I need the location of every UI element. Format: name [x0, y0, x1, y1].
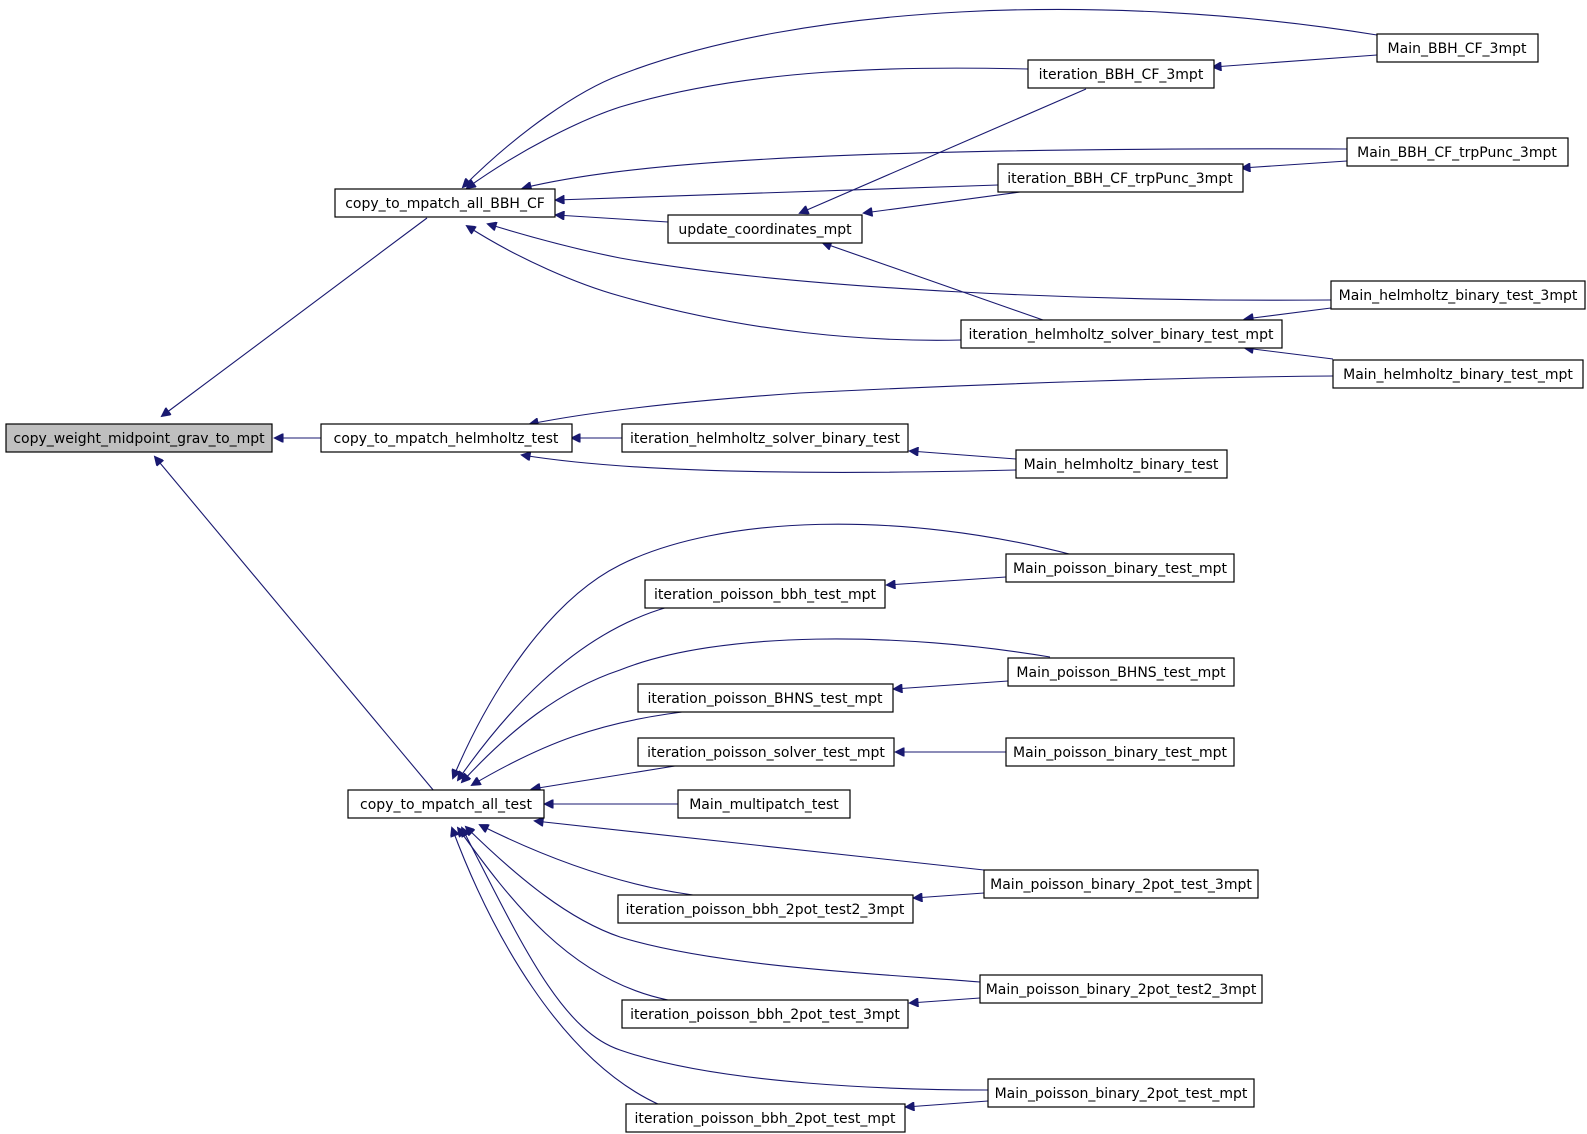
node-iteration-poisson-bbh-test-mpt[interactable]: iteration_poisson_bbh_test_mpt [644, 579, 886, 609]
node-copy-to-mpatch-all-test[interactable]: copy_to_mpatch_all_test [347, 789, 545, 819]
edge-it_p2pot2_3-to-cp_all [480, 825, 694, 896]
edge-it_helm_mpt-to-upd [823, 243, 1044, 321]
node-label: copy_to_mpatch_all_test [360, 797, 532, 813]
node-iteration-helmholtz-solver-binary-test[interactable]: iteration_helmholtz_solver_binary_test [621, 423, 909, 453]
node-iteration-poisson-solver-test-mpt[interactable]: iteration_poisson_solver_test_mpt [637, 737, 895, 767]
edge-it_p2pot3-to-cp_all [458, 828, 669, 1001]
edge-m_helm_mpt-to-cp_helm [530, 375, 1334, 424]
node-label: Main_BBH_CF_3mpt [1388, 41, 1527, 57]
edge-m_helm-to-cp_helm [522, 455, 1017, 473]
node-label: Main_helmholtz_binary_test_3mpt [1339, 288, 1578, 304]
node-main-bbh-cf-trppunc-3mpt[interactable]: Main_BBH_CF_trpPunc_3mpt [1346, 137, 1569, 167]
edge-m_helm-to-it_helm [910, 451, 1017, 460]
node-label: iteration_poisson_bbh_2pot_test2_3mpt [626, 902, 905, 918]
edge-it_bbhtrp-to-cp_bbh [556, 184, 999, 200]
edge-m_pbhns-to-cp_all [462, 638, 1051, 782]
node-label: iteration_poisson_bbh_2pot_test_3mpt [630, 1007, 900, 1023]
edge-m_p2potmpt-to-it_p2potmpt [906, 1100, 989, 1107]
edge-m_pbin1-to-it_pbbh [887, 576, 1007, 585]
node-iteration-poisson-bhns-test-mpt[interactable]: iteration_poisson_BHNS_test_mpt [637, 683, 894, 713]
node-label: update_coordinates_mpt [678, 222, 852, 238]
node-main-poisson-binary-test-mpt-2[interactable]: Main_poisson_binary_test_mpt [1005, 737, 1235, 767]
node-label: iteration_poisson_solver_test_mpt [647, 745, 885, 761]
edge-m_pbhns-to-it_pbhns [894, 680, 1009, 689]
edge-it_bbhtrp-to-upd [864, 191, 1021, 213]
node-copy-to-mpatch-all-bbh-cf[interactable]: copy_to_mpatch_all_BBH_CF [334, 188, 556, 218]
edge-cp_all-to-root [155, 457, 435, 792]
edge-it_helm_mpt-to-cp_bbh [467, 226, 962, 341]
edge-it_psolv-to-cp_all [532, 764, 682, 789]
node-iteration-poisson-bbh-2pot-test-mpt[interactable]: iteration_poisson_bbh_2pot_test_mpt [625, 1103, 906, 1133]
node-iteration-poisson-bbh-2pot-test-3mpt[interactable]: iteration_poisson_bbh_2pot_test_3mpt [621, 999, 909, 1029]
node-label: Main_poisson_binary_2pot_test2_3mpt [986, 982, 1257, 998]
edge-m_pbin1-to-cp_all [453, 523, 1074, 778]
edge-it_p2potmpt-to-cp_all [452, 828, 661, 1106]
edge-m_bbh3-to-cp_bbh [463, 8, 1378, 187]
node-main-helmholtz-binary-test-3mpt[interactable]: Main_helmholtz_binary_test_3mpt [1330, 280, 1586, 310]
node-label: iteration_helmholtz_solver_binary_test_m… [969, 327, 1274, 343]
edge-m_bbhtrp-to-cp_bbh [523, 148, 1348, 188]
node-iteration-poisson-bbh-2pot-test2-3mpt[interactable]: iteration_poisson_bbh_2pot_test2_3mpt [617, 894, 914, 924]
edge-m_helm_mpt-to-it_helm_mpt [1245, 348, 1334, 360]
node-label: iteration_BBH_CF_3mpt [1039, 67, 1204, 83]
edge-m_p2potmpt-to-cp_all [462, 828, 989, 1091]
edge-cp_bbh-to-root [162, 217, 428, 416]
node-main-poisson-binary-2pot-test-mpt[interactable]: Main_poisson_binary_2pot_test_mpt [987, 1078, 1255, 1108]
node-main-helmholtz-binary-test[interactable]: Main_helmholtz_binary_test [1015, 449, 1228, 479]
node-main-helmholtz-binary-test-mpt[interactable]: Main_helmholtz_binary_test_mpt [1332, 359, 1584, 389]
edge-it_pbhns-to-cp_all [472, 709, 701, 785]
node-label: Main_poisson_binary_test_mpt [1013, 561, 1227, 577]
edge-m_helm3-to-cp_bbh [488, 224, 1332, 301]
node-label: iteration_helmholtz_solver_binary_test [630, 431, 900, 447]
edge-it_bbh3-to-upd [800, 88, 1087, 213]
edge-it_bbh3-to-cp_bbh [467, 67, 1029, 188]
edge-m_p2pot3-to-cp_all [535, 821, 985, 871]
node-main-poisson-binary-test-mpt[interactable]: Main_poisson_binary_test_mpt [1005, 553, 1235, 583]
node-label: Main_poisson_binary_2pot_test_mpt [995, 1086, 1248, 1102]
node-main-poisson-bhns-test-mpt[interactable]: Main_poisson_BHNS_test_mpt [1007, 657, 1235, 687]
node-update-coordinates-mpt[interactable]: update_coordinates_mpt [667, 214, 863, 244]
edge-layer [155, 8, 1378, 1107]
node-copy-to-mpatch-helmholtz-test[interactable]: copy_to_mpatch_helmholtz_test [320, 423, 573, 453]
node-main-bbh-cf-3mpt[interactable]: Main_BBH_CF_3mpt [1376, 33, 1539, 63]
node-label: iteration_poisson_bbh_test_mpt [654, 587, 877, 603]
node-label: Main_helmholtz_binary_test [1024, 457, 1219, 473]
node-main-poisson-binary-2pot-test2-3mpt[interactable]: Main_poisson_binary_2pot_test2_3mpt [979, 974, 1263, 1004]
node-label: Main_helmholtz_binary_test_mpt [1343, 367, 1573, 383]
node-label: iteration_poisson_BHNS_test_mpt [648, 691, 883, 707]
node-label: Main_BBH_CF_trpPunc_3mpt [1357, 145, 1557, 161]
node-main-poisson-binary-2pot-test-3mpt[interactable]: Main_poisson_binary_2pot_test_3mpt [983, 869, 1259, 899]
node-label: copy_weight_midpoint_grav_to_mpt [13, 431, 265, 447]
node-label: iteration_BBH_CF_trpPunc_3mpt [1007, 171, 1233, 187]
edge-upd-to-cp_bbh [556, 215, 669, 223]
node-label: Main_multipatch_test [689, 797, 839, 813]
edge-m_p2pot3-to-it_p2pot2_3 [914, 892, 985, 898]
node-label: iteration_poisson_bbh_2pot_test_mpt [635, 1111, 896, 1127]
node-label: Main_poisson_BHNS_test_mpt [1016, 665, 1226, 681]
node-iteration-helmholtz-solver-binary-test-mpt[interactable]: iteration_helmholtz_solver_binary_test_m… [960, 319, 1283, 349]
edge-m_p2pot2_3-to-it_p2pot3 [910, 997, 981, 1003]
node-label: Main_poisson_binary_test_mpt [1013, 745, 1227, 761]
node-iteration-bbh-cf-3mpt[interactable]: iteration_BBH_CF_3mpt [1027, 59, 1215, 89]
node-main-multipatch-test[interactable]: Main_multipatch_test [677, 789, 851, 819]
node-label: copy_to_mpatch_all_BBH_CF [345, 196, 545, 212]
node-copy-weight-midpoint-grav-to-mpt[interactable]: copy_weight_midpoint_grav_to_mpt [5, 423, 273, 453]
node-label: copy_to_mpatch_helmholtz_test [334, 431, 559, 447]
edge-m_p2pot2_3-to-cp_all [466, 827, 981, 983]
edge-m_bbhtrp-to-it_bbhtrp [1242, 160, 1348, 168]
node-iteration-bbh-cf-trppunc-3mpt[interactable]: iteration_BBH_CF_trpPunc_3mpt [997, 163, 1244, 193]
edge-m_helm3-to-it_helm_mpt [1245, 307, 1332, 319]
edge-it_pbbh-to-cp_all [458, 606, 669, 780]
edge-m_bbh3-to-it_bbh3 [1213, 54, 1378, 67]
node-label: Main_poisson_binary_2pot_test_3mpt [990, 877, 1252, 893]
